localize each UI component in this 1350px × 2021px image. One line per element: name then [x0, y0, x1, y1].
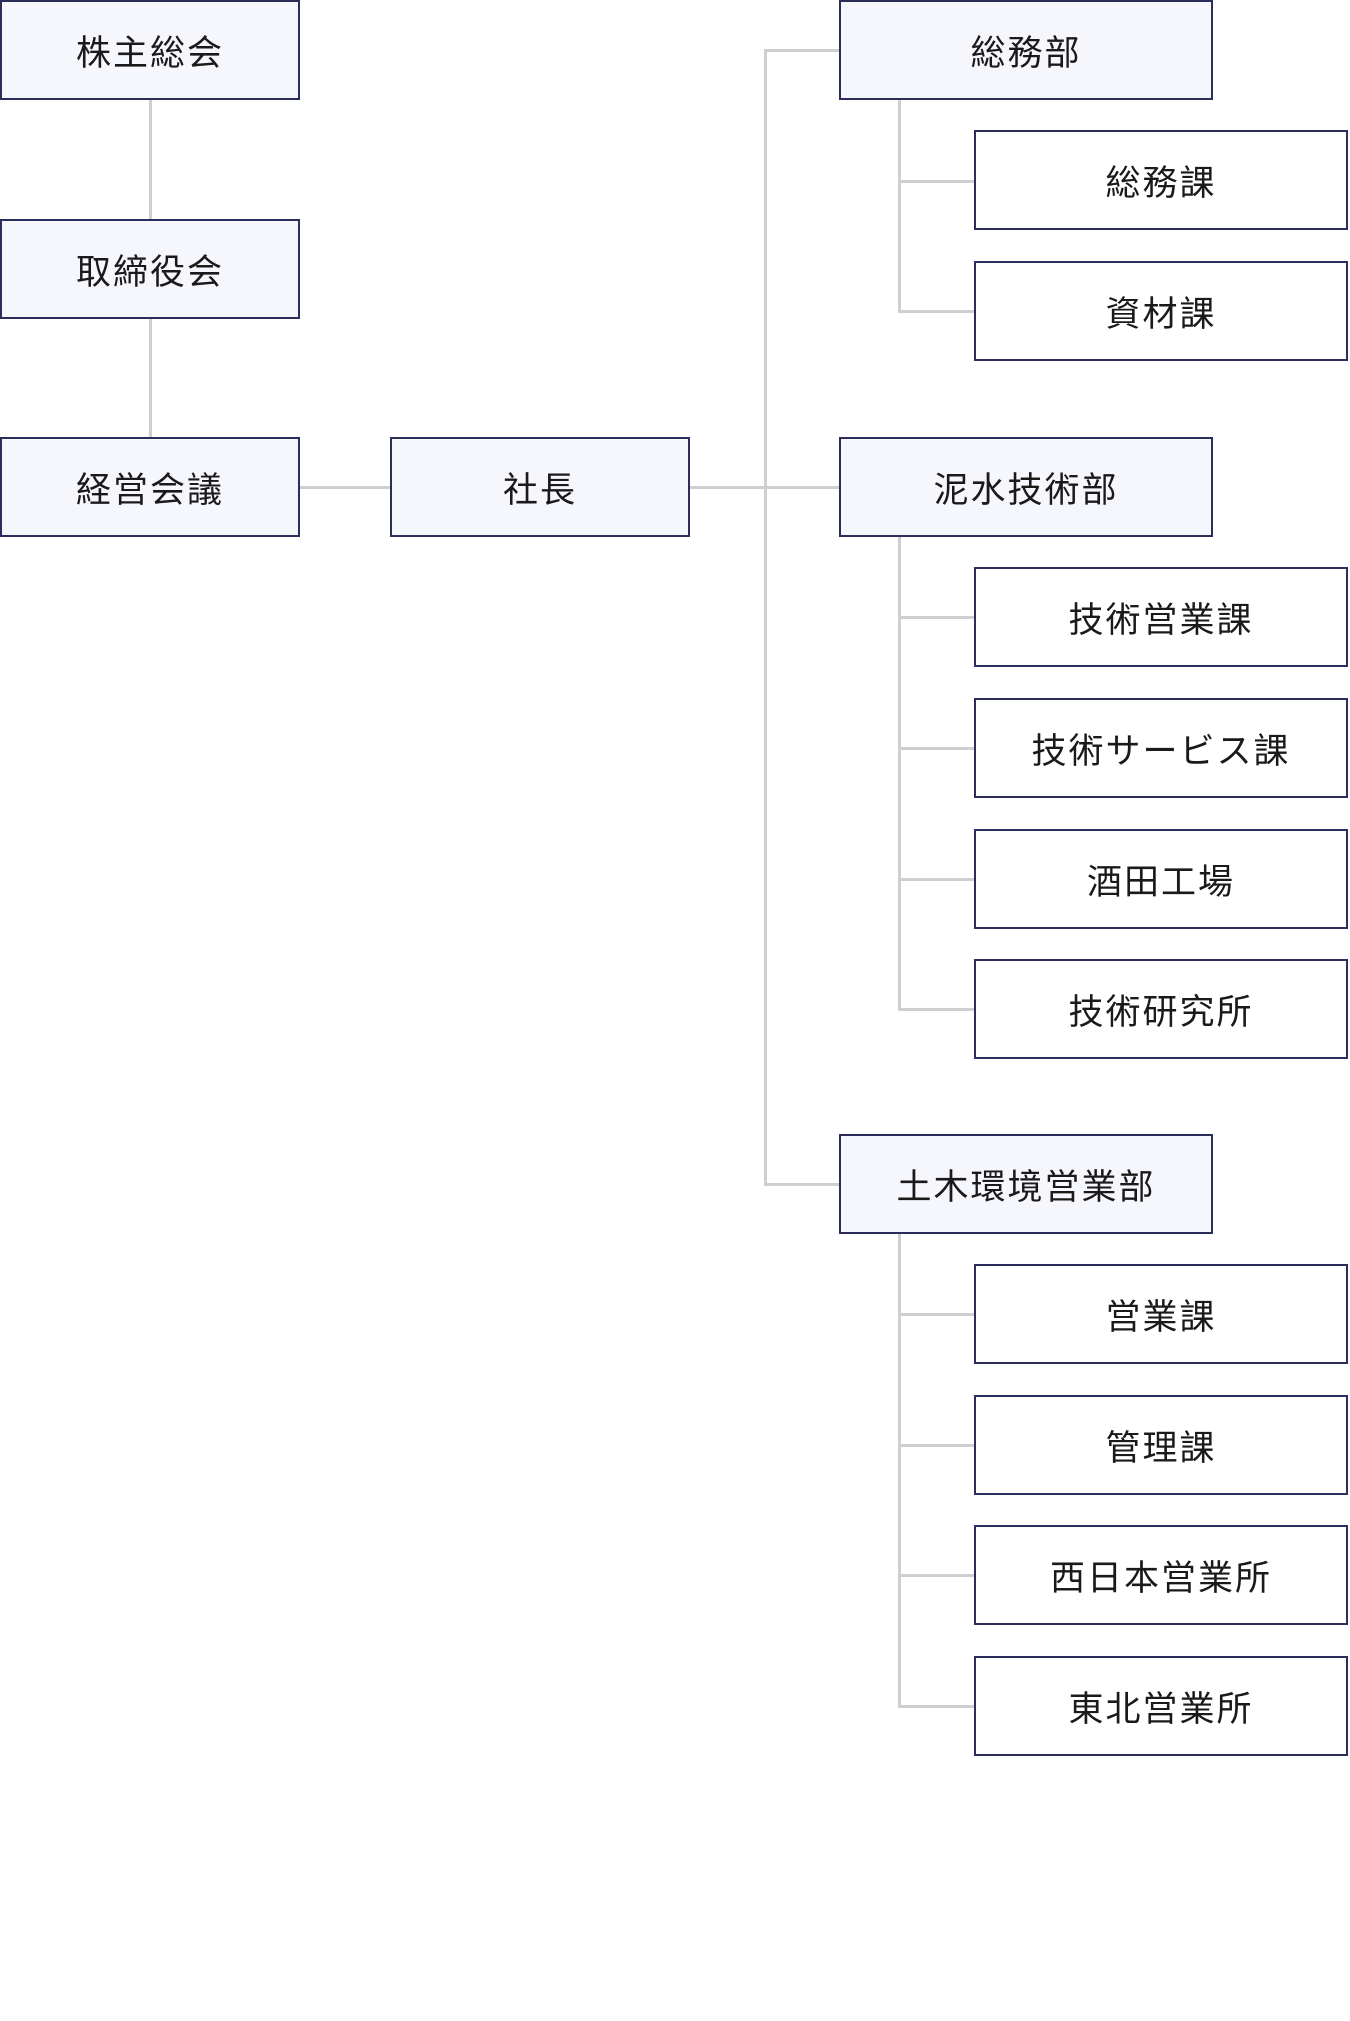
- connector-president-trunk: [690, 486, 766, 489]
- section-box: 東北営業所: [974, 1656, 1348, 1756]
- connector-department-trunk: [764, 49, 767, 1185]
- department-slurry-technology-box: 泥水技術部: [839, 437, 1213, 537]
- connector-management-president: [300, 486, 390, 489]
- connector-civil-sections-trunk: [898, 1234, 901, 1707]
- connector-shareholders-board: [149, 100, 152, 219]
- connector-tech-section: [898, 1008, 974, 1011]
- section-box: 総務課: [974, 130, 1348, 230]
- connector-tech-section: [898, 747, 974, 750]
- section-box: 技術営業課: [974, 567, 1348, 667]
- president-box: 社長: [390, 437, 690, 537]
- connector-tech-section: [898, 616, 974, 619]
- section-box: 資材課: [974, 261, 1348, 361]
- section-box: 営業課: [974, 1264, 1348, 1364]
- department-civil-environment-sales-box: 土木環境営業部: [839, 1134, 1213, 1234]
- connector-board-management: [149, 319, 152, 437]
- connector-civil-section: [898, 1313, 974, 1316]
- department-general-affairs-box: 総務部: [839, 0, 1213, 100]
- management-meeting-box: 経営会議: [0, 437, 300, 537]
- connector-ga-section: [898, 180, 974, 183]
- section-box: 技術研究所: [974, 959, 1348, 1059]
- section-box: 管理課: [974, 1395, 1348, 1495]
- shareholders-meeting-box: 株主総会: [0, 0, 300, 100]
- connector-to-dept-tech: [764, 486, 839, 489]
- board-of-directors-box: 取締役会: [0, 219, 300, 319]
- connector-to-dept-ga: [764, 49, 839, 52]
- connector-tech-section: [898, 878, 974, 881]
- connector-civil-section: [898, 1705, 974, 1708]
- connector-civil-section: [898, 1574, 974, 1577]
- connector-civil-section: [898, 1444, 974, 1447]
- connector-ga-sections-trunk: [898, 100, 901, 312]
- connector-to-dept-civil: [764, 1183, 839, 1186]
- connector-ga-section: [898, 310, 974, 313]
- section-box: 酒田工場: [974, 829, 1348, 929]
- section-box: 技術サービス課: [974, 698, 1348, 798]
- connector-tech-sections-trunk: [898, 537, 901, 1010]
- section-box: 西日本営業所: [974, 1525, 1348, 1625]
